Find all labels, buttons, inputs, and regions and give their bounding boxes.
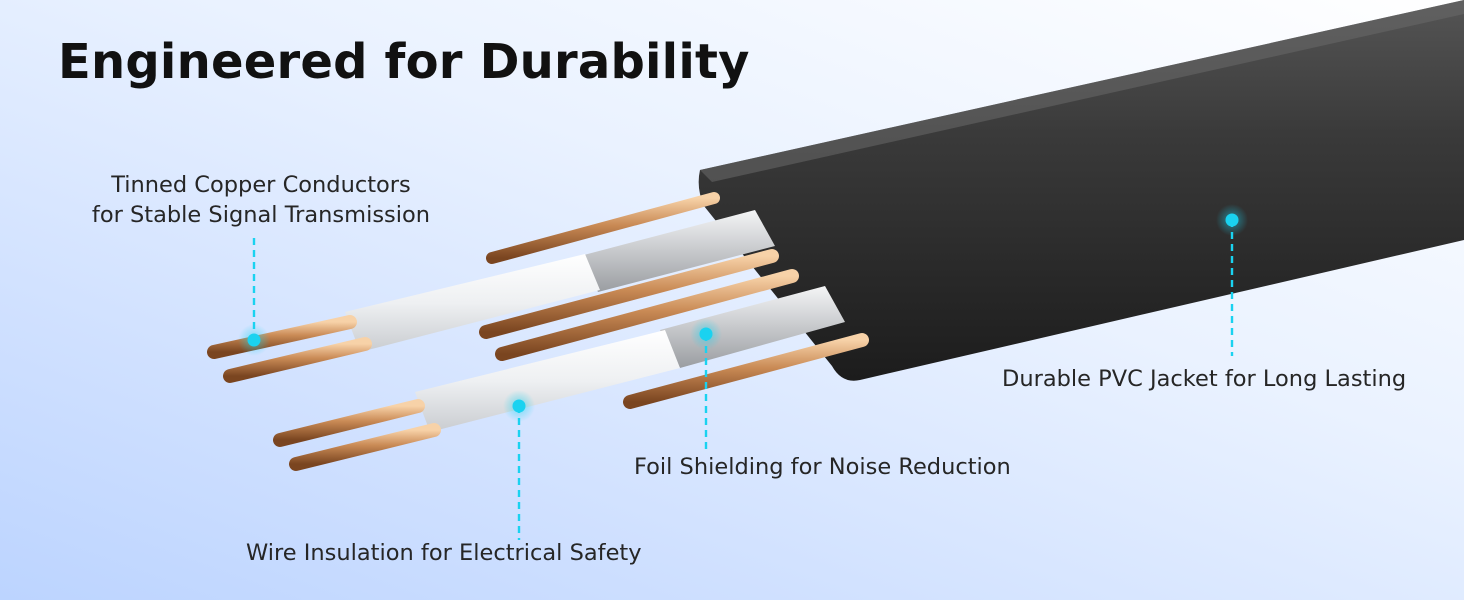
foil-callout: Foil Shielding for Noise Reduction (634, 454, 1011, 480)
copper-conductors (207, 192, 869, 471)
jacket-callout: Durable PVC Jacket for Long Lasting (1002, 366, 1407, 392)
copper-callout: Tinned Copper Conductors for Stable Sign… (70, 170, 452, 231)
page-title: Engineered for Durability (58, 34, 750, 90)
copper-callout-line2: for Stable Signal Transmission (91, 202, 431, 229)
pvc-jacket (698, 0, 1464, 381)
copper-callout-line1: Tinned Copper Conductors (111, 172, 411, 198)
wire-insulation (345, 254, 680, 432)
callout-dots (238, 204, 1248, 422)
insulation-callout: Wire Insulation for Electrical Safety (246, 540, 642, 566)
callout-lines (252, 220, 1234, 540)
